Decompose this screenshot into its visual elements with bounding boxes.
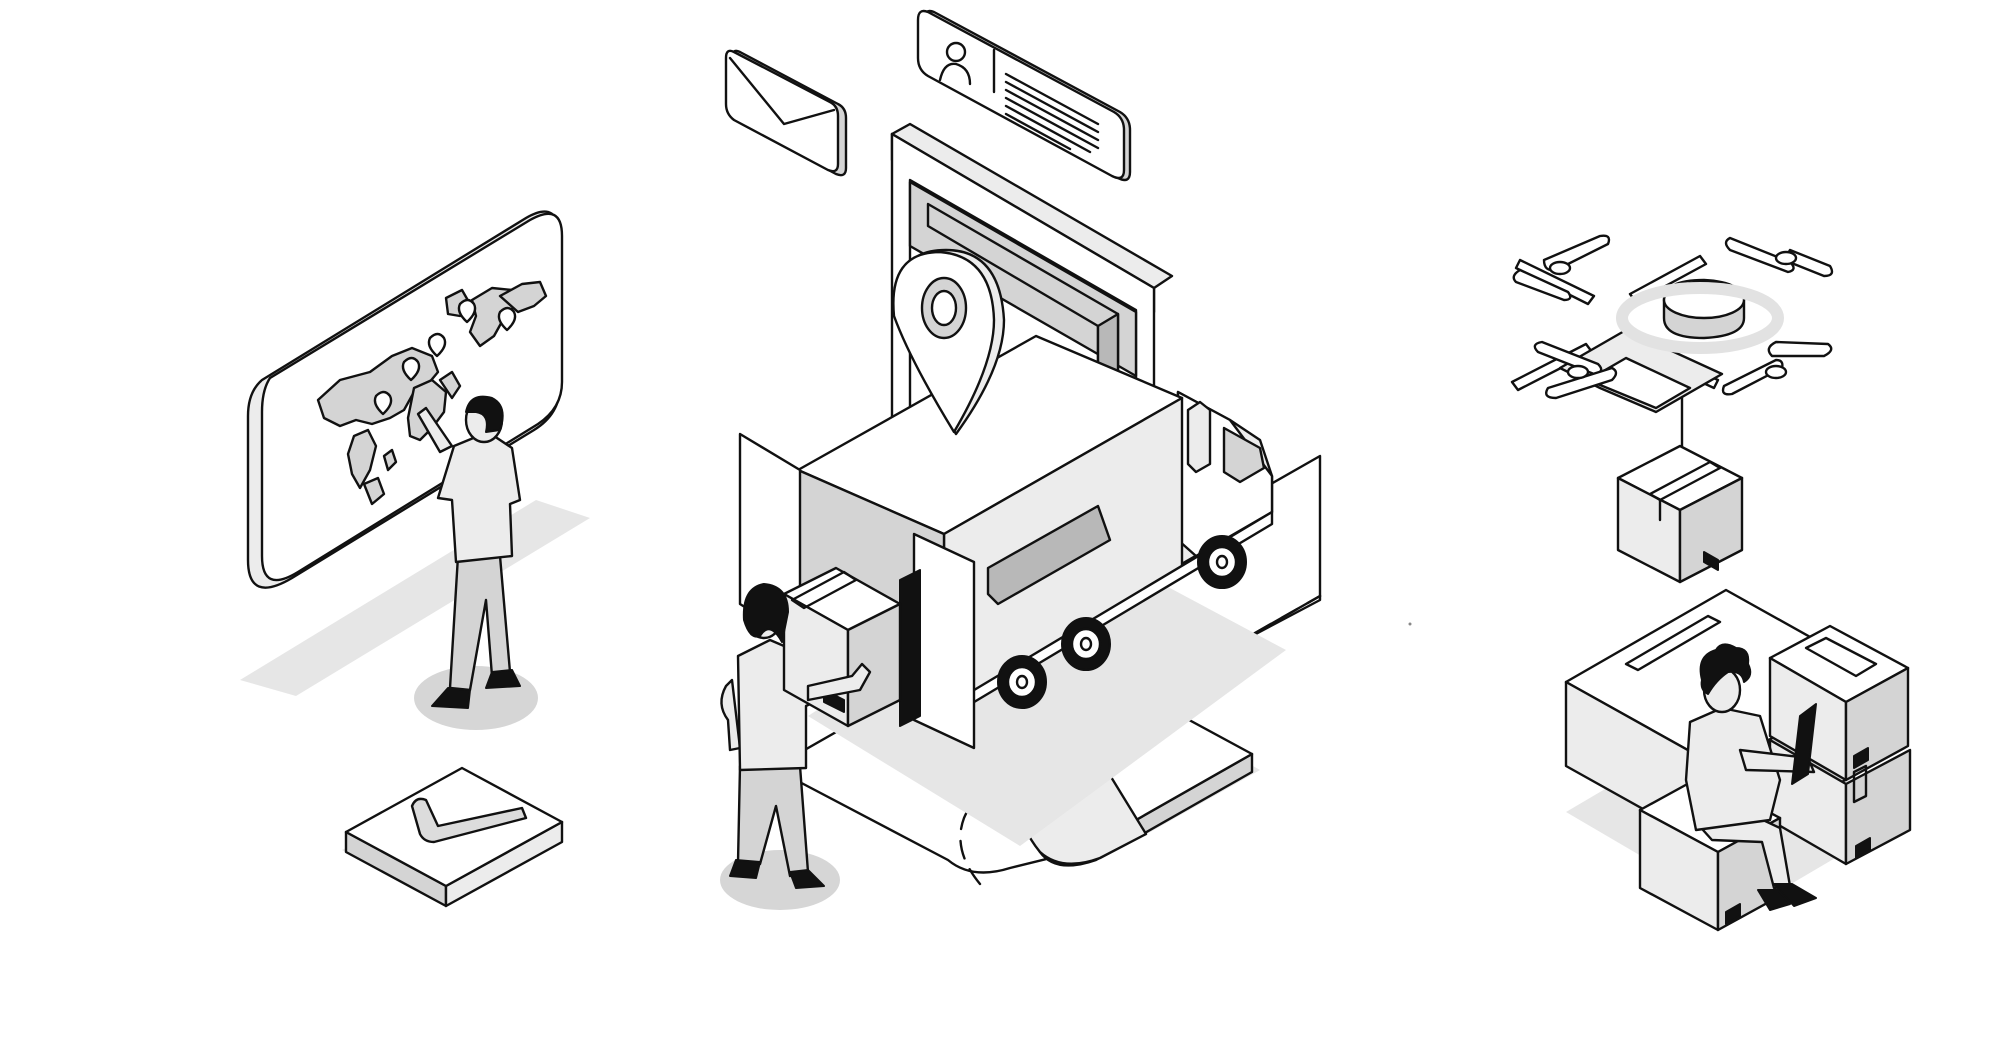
world-map-board — [240, 210, 590, 696]
propeller — [1721, 340, 1833, 396]
seated-person-with-tablet — [1684, 643, 1817, 911]
truck-wheel — [997, 655, 1047, 709]
woman-carrying-parcel — [720, 566, 902, 910]
drone-icon — [1510, 234, 1834, 452]
envelope-icon — [724, 49, 848, 177]
location-pin-icon — [892, 248, 1006, 436]
tablet-icon — [1791, 703, 1817, 785]
man-shirt — [436, 430, 522, 564]
checkmark-icon — [410, 797, 528, 844]
parcel-box-icon — [1616, 444, 1744, 584]
truck-wheel — [1061, 617, 1111, 671]
propeller — [1533, 340, 1618, 400]
user-profile-card-icon — [916, 9, 1132, 182]
propeller — [1724, 236, 1834, 278]
propeller — [1512, 234, 1611, 302]
delivery-truck-icon — [738, 334, 1286, 846]
man-pointing-at-map — [414, 395, 538, 730]
truck-wheel — [1197, 535, 1247, 589]
checkmark-tile — [342, 766, 564, 908]
